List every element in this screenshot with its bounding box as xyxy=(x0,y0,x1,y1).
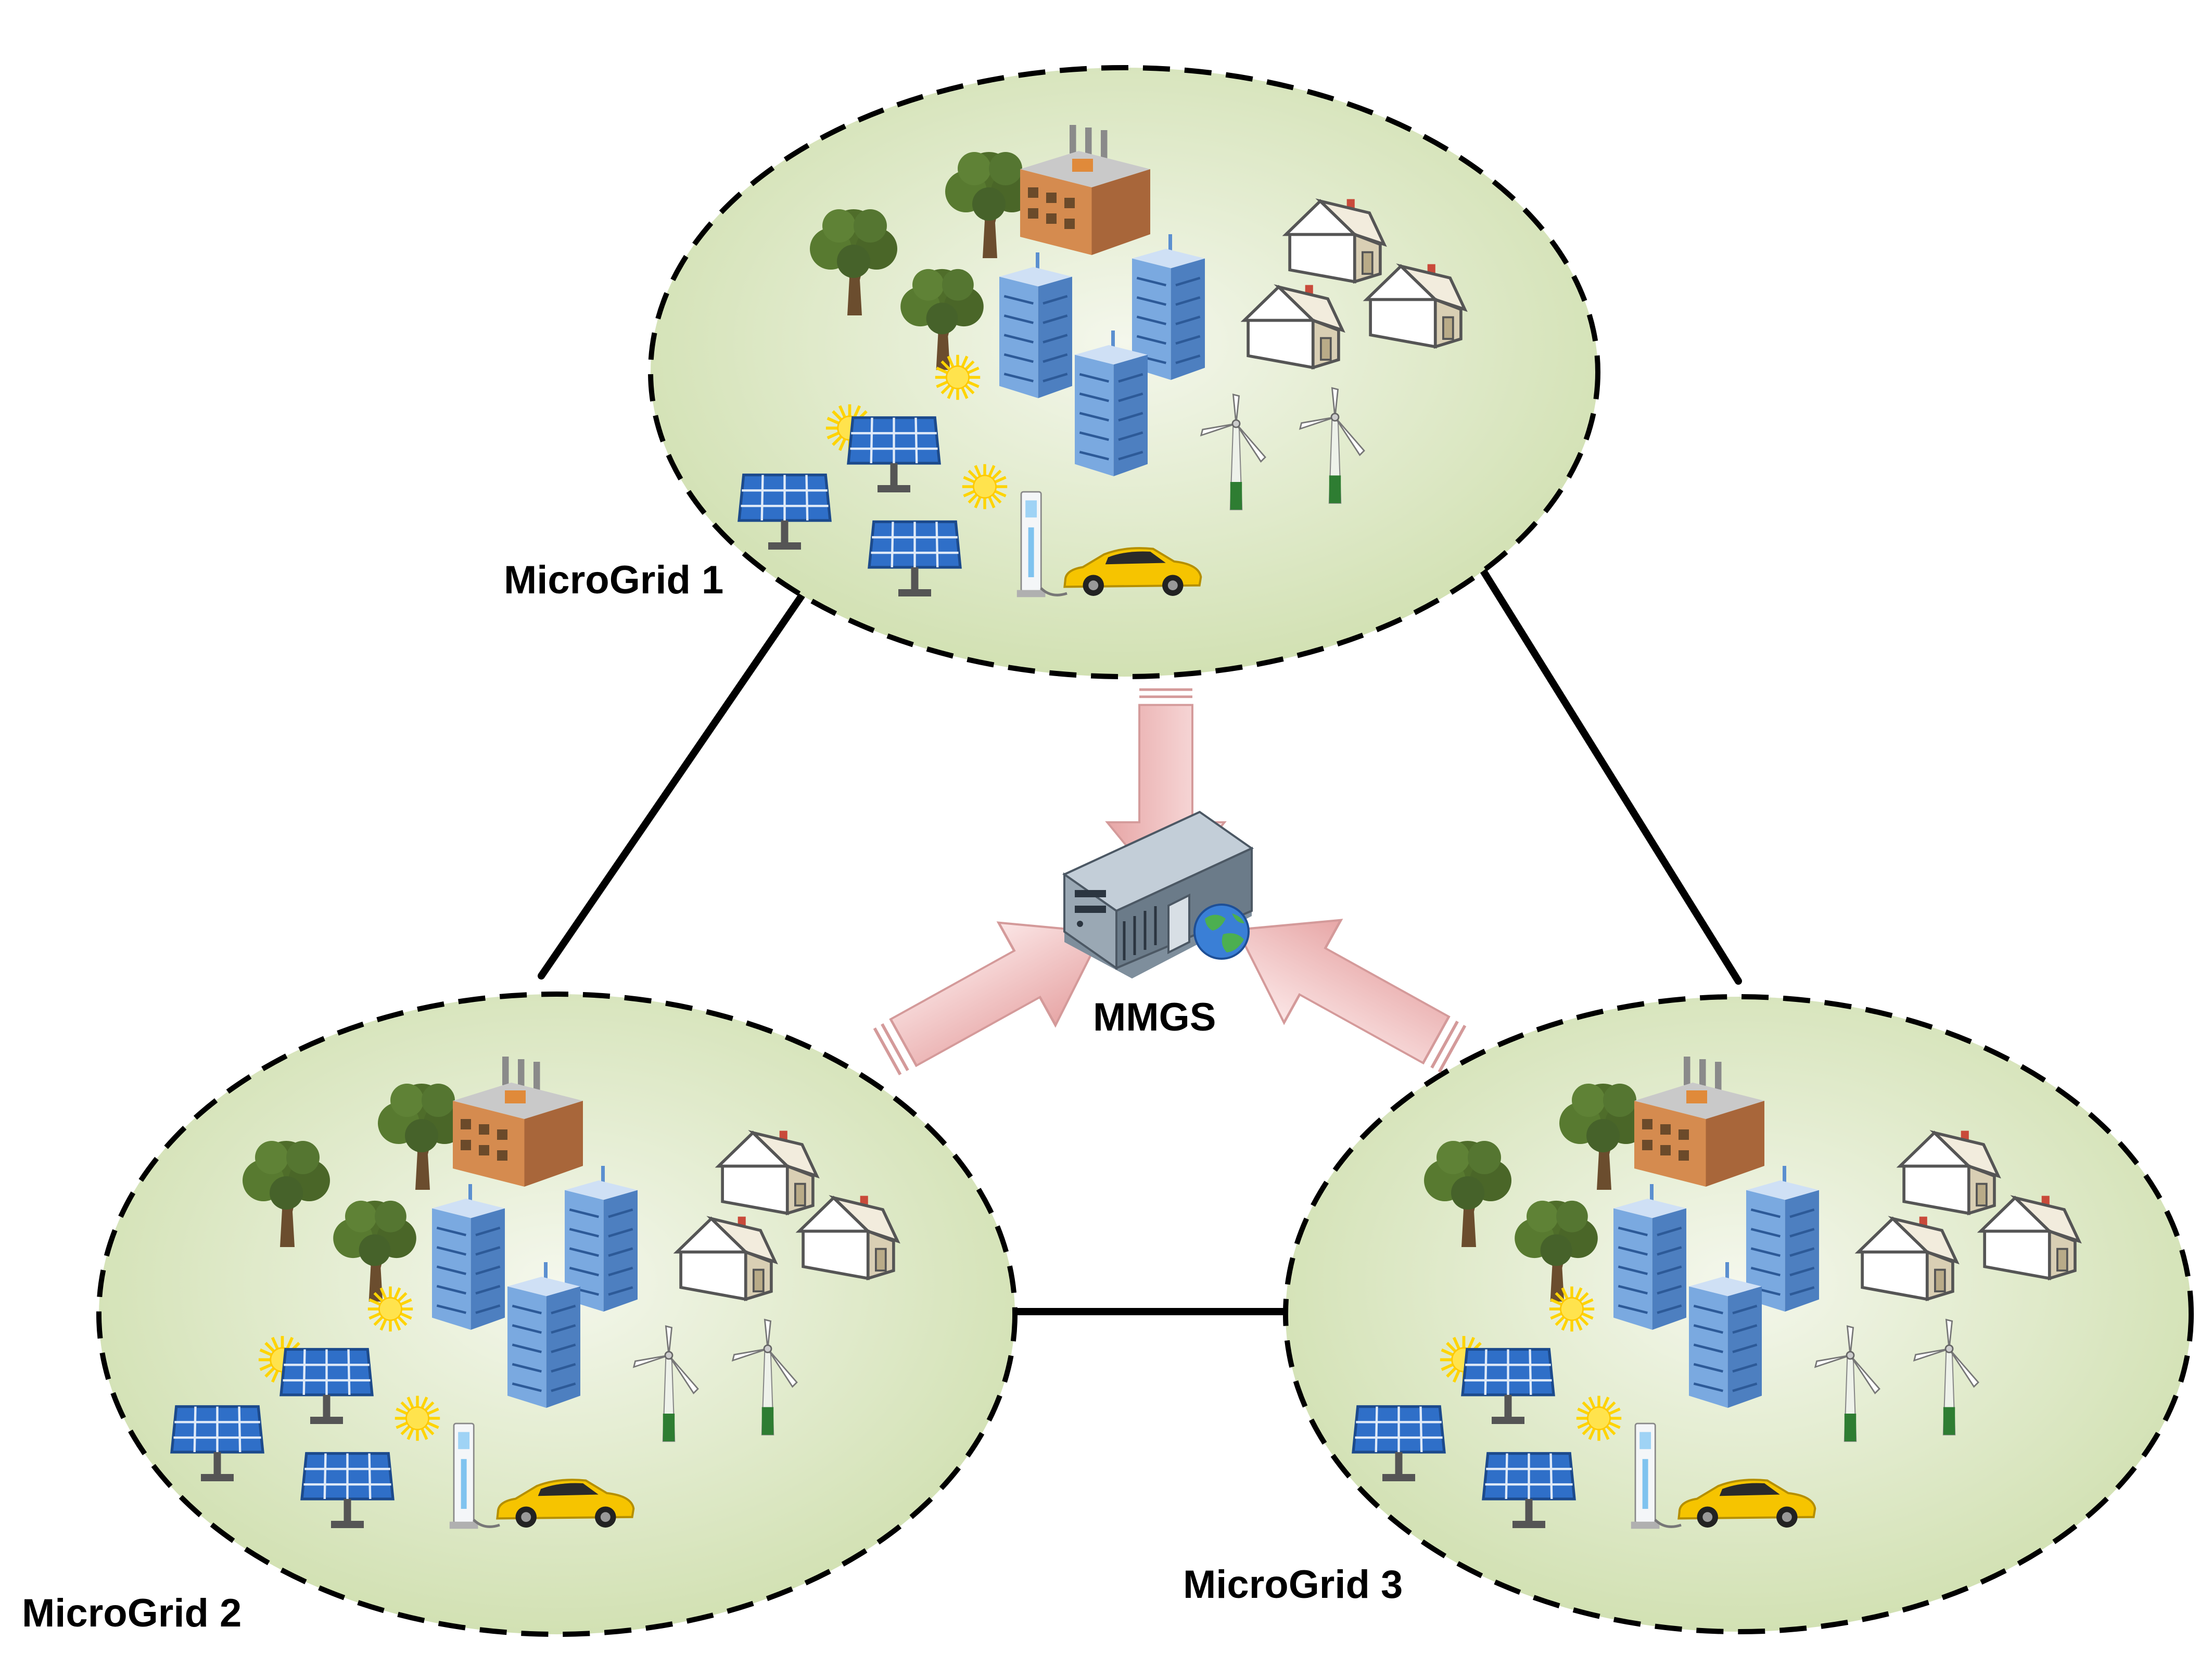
microgrid-3 xyxy=(1283,994,2194,1634)
mmgs-server xyxy=(1062,810,1254,978)
link-mg1-mg2 xyxy=(538,592,805,980)
microgrid-3-label: MicroGrid 3 xyxy=(1183,1562,1403,1607)
globe-icon xyxy=(1193,904,1250,960)
mmgs-label: MMGS xyxy=(1093,995,1216,1039)
connection-lines xyxy=(538,551,1742,1315)
microgrid-2 xyxy=(96,992,1018,1637)
microgrid-1-label: MicroGrid 1 xyxy=(504,558,723,602)
microgrid-1 xyxy=(648,65,1600,679)
link-mg1-mg3 xyxy=(1469,551,1742,985)
microgrid-2-label: MicroGrid 2 xyxy=(22,1591,241,1635)
